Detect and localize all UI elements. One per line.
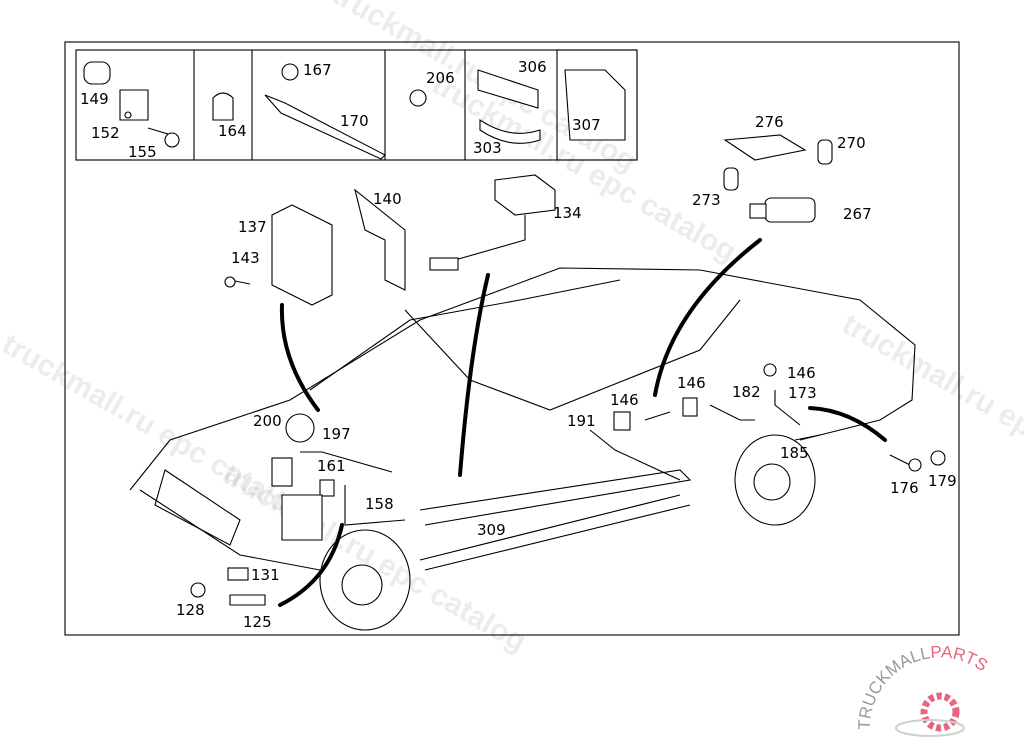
- label-137: 137: [238, 218, 267, 236]
- label-182: 182: [732, 383, 761, 401]
- label-158: 158: [365, 495, 394, 513]
- label-185: 185: [780, 444, 809, 462]
- label-191: 191: [567, 412, 596, 430]
- svg-text:TRUCKMALLPARTS: TRUCKMALLPARTS: [855, 642, 991, 730]
- label-155: 155: [128, 143, 157, 161]
- label-176: 176: [890, 479, 919, 497]
- label-149: 149: [80, 90, 109, 108]
- inset-part-shapes: [83, 61, 626, 160]
- label-152: 152: [91, 124, 120, 142]
- label-131: 131: [251, 566, 280, 584]
- main-part-shapes: [190, 134, 946, 606]
- label-170: 170: [340, 112, 369, 130]
- label-197: 197: [322, 425, 351, 443]
- label-173: 173: [788, 384, 817, 402]
- label-146-a: 146: [610, 391, 639, 409]
- label-276: 276: [755, 113, 784, 131]
- inset-panel: [75, 49, 638, 161]
- label-140: 140: [373, 190, 402, 208]
- label-309: 309: [477, 521, 506, 539]
- label-134: 134: [553, 204, 582, 222]
- label-306: 306: [518, 58, 547, 76]
- gear-icon: [920, 692, 960, 732]
- label-273: 273: [692, 191, 721, 209]
- label-307: 307: [572, 116, 601, 134]
- car-outline: [129, 267, 916, 631]
- label-267: 267: [843, 205, 872, 223]
- label-270: 270: [837, 134, 866, 152]
- label-125: 125: [243, 613, 272, 631]
- label-128: 128: [176, 601, 205, 619]
- label-164: 164: [218, 122, 247, 140]
- truckmall-logo: TRUCKMALLPARTS: [855, 642, 991, 737]
- label-161: 161: [317, 457, 346, 475]
- label-143: 143: [231, 249, 260, 267]
- label-200: 200: [253, 412, 282, 430]
- label-303: 303: [473, 139, 502, 157]
- diagram-frame: [64, 41, 960, 636]
- label-167: 167: [303, 61, 332, 79]
- label-146-c: 146: [787, 364, 816, 382]
- label-146-b: 146: [677, 374, 706, 392]
- label-179: 179: [928, 472, 957, 490]
- callout-arrows: [278, 238, 887, 607]
- label-206: 206: [426, 69, 455, 87]
- part-labels: 149 152 155 164 167 170 206 306 303 307 …: [80, 58, 957, 631]
